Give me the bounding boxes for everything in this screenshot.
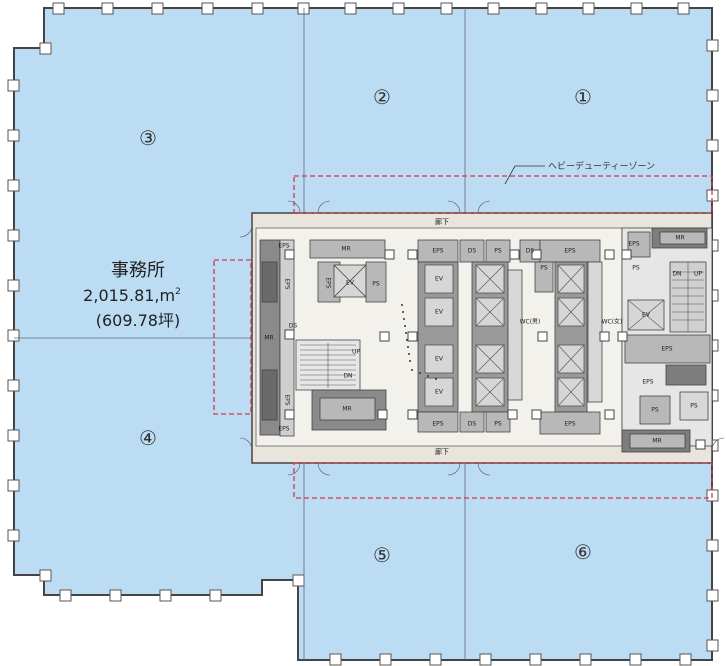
zone-2-label: ② <box>373 85 391 109</box>
room-eps: EPS <box>642 379 653 386</box>
room-ev: EV <box>435 389 444 396</box>
room-ps: PS <box>372 281 380 288</box>
zone-5-label: ⑤ <box>373 543 391 567</box>
heavy-duty-zone-outline <box>213 175 713 499</box>
office-area-tsubo: (609.78坪) <box>96 311 180 330</box>
east-elevator-cross <box>627 299 665 331</box>
room-ps: PS <box>690 403 698 410</box>
room-ev: EV <box>642 312 651 319</box>
heavy-duty-leader <box>504 165 545 185</box>
zone-dividers <box>14 8 466 660</box>
room-eps: EPS <box>432 421 443 428</box>
room-mr: MR <box>675 235 684 242</box>
room-ev: EV <box>435 276 444 283</box>
room-ev: EV <box>435 356 444 363</box>
room-up: UP <box>352 349 360 356</box>
zone-1-label: ① <box>574 85 592 109</box>
room-ds: DS <box>468 421 477 428</box>
room-mr: MR <box>342 406 351 413</box>
room-ps: PS <box>494 421 502 428</box>
room-ps: PS <box>651 407 659 414</box>
room-mr: MR <box>341 246 350 253</box>
room-up: UP <box>694 271 702 278</box>
corridor-bottom-label: 廊下 <box>435 447 449 456</box>
room-ps: PS <box>540 265 548 272</box>
middle-elevator-crosses <box>475 264 505 407</box>
zone-6-label: ⑥ <box>574 540 592 564</box>
room-ds: DS <box>289 323 298 330</box>
room-eps: EPS <box>284 278 291 289</box>
room-ev: EV <box>435 309 444 316</box>
room-ps: PS <box>632 265 640 272</box>
corridor-top-label: 廊下 <box>435 217 449 226</box>
door-swings <box>239 200 725 476</box>
room-labels: EPS EPS DS MR EPS EV PS MR UP DN MR EPS … <box>264 235 702 445</box>
room-ps: PS <box>494 248 502 255</box>
room-ev: EV <box>346 280 355 287</box>
zone-4-label: ④ <box>139 426 157 450</box>
room-dn: DN <box>343 373 352 380</box>
room-ds: DS <box>468 248 477 255</box>
east-core <box>621 227 713 453</box>
room-eps: EPS <box>278 426 289 433</box>
room-mr: MR <box>264 335 273 342</box>
office-area-m2: 2,015.81,m2 <box>83 286 181 305</box>
core-columns <box>284 249 706 450</box>
zone-3-label: ③ <box>139 126 157 150</box>
left-stair <box>300 343 356 388</box>
room-eps: EPS <box>278 243 289 250</box>
room-wc-male: WC(男) <box>520 319 541 326</box>
room-eps: EPS <box>628 241 639 248</box>
heavy-duty-zone-label: ヘビーデューティーゾーン <box>548 160 655 172</box>
office-name: 事務所 <box>111 260 165 281</box>
room-eps: EPS <box>564 421 575 428</box>
room-eps: EPS <box>325 277 332 288</box>
room-eps: EPS <box>432 248 443 255</box>
room-wc-female: WC(女) <box>602 318 623 326</box>
room-ds: DS <box>526 248 535 255</box>
right-elevator-crosses <box>557 264 585 407</box>
east-stair <box>672 262 704 332</box>
dotted-route <box>401 304 437 380</box>
room-eps: EPS <box>661 346 672 353</box>
room-eps: EPS <box>284 394 291 405</box>
room-dn: DN <box>672 271 681 278</box>
room-eps: EPS <box>564 248 575 255</box>
room-mr: MR <box>652 438 661 445</box>
